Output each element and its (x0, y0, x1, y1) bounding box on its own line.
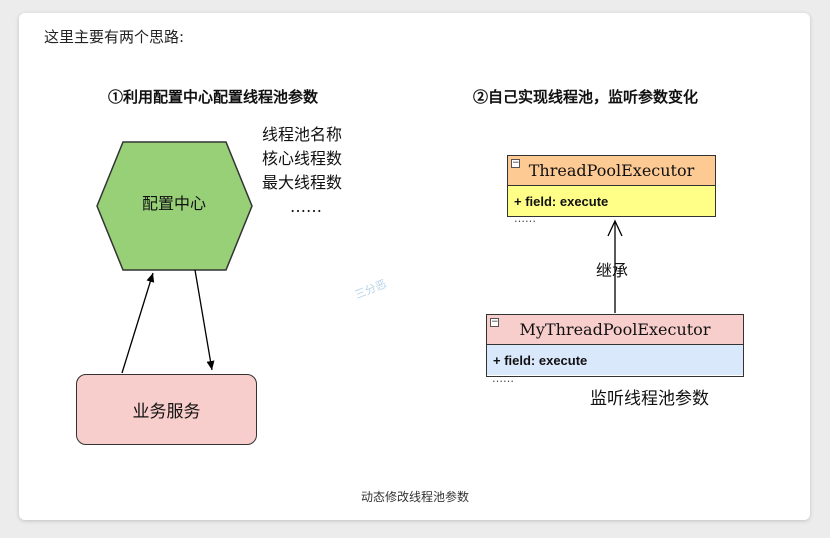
param-item: …… (290, 197, 322, 216)
config-center-label: 配置中心 (141, 194, 206, 213)
class-name: ThreadPoolExecutor (528, 161, 695, 180)
inherit-label: 继承 (596, 261, 629, 280)
param-item: 核心线程数 (262, 149, 343, 168)
collapse-icon: − (511, 158, 520, 168)
inherit-arrowhead (607, 219, 623, 237)
figure-caption: 动态修改线程池参数 (360, 490, 469, 504)
class-name: MyThreadPoolExecutor (519, 320, 711, 339)
class-header: − ThreadPoolExecutor (508, 156, 715, 186)
arrow-config-to-service (194, 269, 215, 371)
collapse-icon: − (490, 317, 499, 327)
child-more-dots: …… (492, 372, 514, 385)
monitor-label: 监听线程池参数 (590, 389, 709, 409)
intro-text: 这里主要有两个思路: (44, 28, 185, 46)
right-title: ②自己实现线程池，监听参数变化 (473, 88, 699, 106)
my-thread-pool-executor-class: − MyThreadPoolExecutor + field: execute (486, 314, 744, 377)
arrow-service-to-config (121, 272, 155, 374)
class-field: + field: execute (487, 345, 743, 375)
param-list: 线程池名称 核心线程数 最大线程数 …… (262, 123, 342, 219)
config-center-hexagon (96, 141, 253, 271)
business-service-box: 业务服务 (76, 374, 257, 445)
param-item: 最大线程数 (262, 173, 343, 192)
param-item: 线程池名称 (262, 125, 343, 144)
business-service-label: 业务服务 (132, 402, 201, 422)
class-field: + field: execute (508, 186, 715, 216)
left-title: ①利用配置中心配置线程池参数 (108, 88, 319, 106)
thread-pool-executor-class: − ThreadPoolExecutor + field: execute (507, 155, 716, 217)
parent-more-dots: …… (514, 212, 536, 225)
class-header: − MyThreadPoolExecutor (487, 315, 743, 345)
